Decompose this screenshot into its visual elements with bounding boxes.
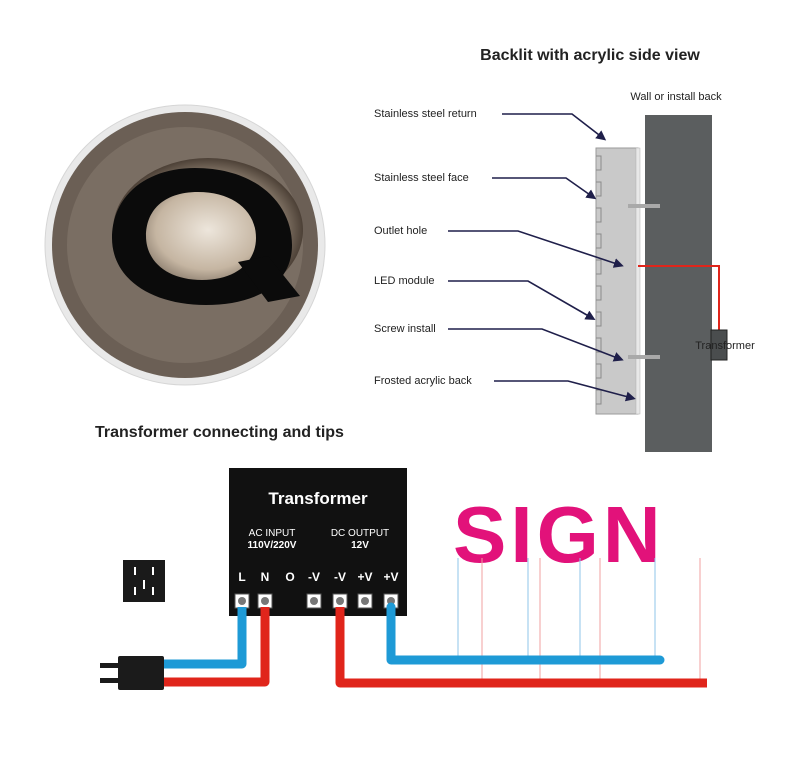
label-frosted-acrylic: Frosted acrylic back [374,375,472,387]
ac-red-wire [164,607,270,687]
backlit-logo-photo [44,104,326,386]
stainless-face-edge [596,155,602,405]
side-view-title: Backlit with acrylic side view [480,47,700,64]
terminal-v3: +V [357,570,372,584]
dc-output-value: 12V [351,540,369,551]
side-transformer [710,329,728,361]
terminal-screw-l [234,593,250,609]
terminal-screw-v3 [357,593,373,609]
transformer-box [229,468,407,616]
side-red-wire [638,265,720,330]
terminal-screw-n [257,593,273,609]
label-screw-install: Screw install [374,323,436,335]
terminal-v1: -V [308,570,320,584]
terminal-labels: L N O -V -V +V +V [238,570,398,584]
wall-outlet-icon [123,560,165,602]
power-plug-icon [100,656,164,690]
wiring-title: Transformer connecting and tips [95,424,344,441]
label-led-module: LED module [374,275,435,287]
wall-label: Wall or install back [630,91,722,103]
wall-block [645,115,712,452]
label-outlet-hole: Outlet hole [374,225,427,237]
label-stainless-return: Stainless steel return [374,108,477,120]
dc-output-label: DC OUTPUT [331,528,389,539]
ac-input-label: AC INPUT [249,528,296,539]
terminal-l: L [238,570,245,584]
terminal-screws [234,593,399,609]
transformer-box-title: Transformer [268,489,368,508]
sign-text: SIGN [453,490,665,579]
q-logo-icon [112,168,300,305]
terminal-v2: -V [334,570,346,584]
terminal-o: O [285,570,294,584]
screw-top [628,204,660,208]
ac-input-value: 110V/220V [248,540,297,551]
ac-blue-wire [164,607,247,669]
screw-bottom [628,355,660,359]
frosted-acrylic-back [635,147,641,415]
label-stainless-face: Stainless steel face [374,172,469,184]
leader-arrows [448,113,636,402]
dc-blue-wire [386,602,665,665]
side-transformer-label: Transformer [695,340,755,352]
sign-return-panel [595,147,639,415]
side-labels: Stainless steel return Stainless steel f… [374,108,477,387]
terminal-screw-v1 [306,593,322,609]
terminal-v4: +V [383,570,398,584]
terminal-screw-v2 [332,593,348,609]
dc-red-wire [335,607,707,688]
terminal-n: N [261,570,270,584]
